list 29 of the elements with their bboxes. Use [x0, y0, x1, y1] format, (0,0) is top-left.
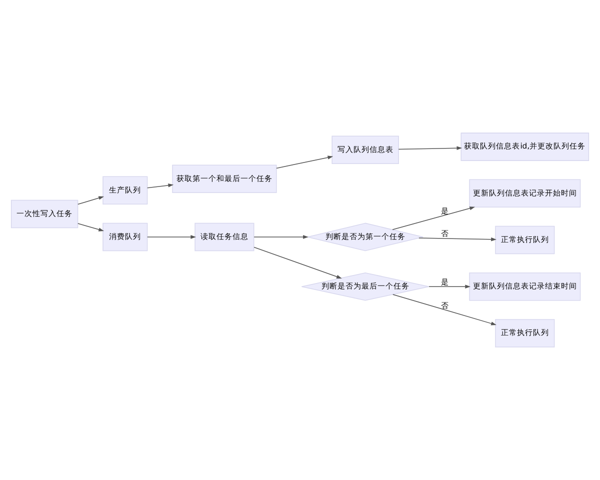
- arrow: [78, 196, 104, 205]
- arrow: [276, 156, 334, 169]
- edge-label: 是: [441, 206, 450, 216]
- edge-label: 是: [441, 277, 450, 286]
- node-diamond: 判断是否为第一个任务: [307, 222, 424, 252]
- node-box: 更新队列信息表记录结束时间: [469, 272, 581, 301]
- node-box: 生产队列: [102, 176, 148, 204]
- node-box: 正常执行队列: [495, 319, 555, 348]
- node-box: 获取队列信息表id,并更改队列任务: [460, 132, 590, 161]
- node-box: 消费队列: [102, 222, 148, 252]
- arrow: [418, 237, 496, 242]
- node-box: 正常执行队列: [495, 226, 555, 254]
- arrow: [392, 294, 496, 326]
- arrow: [78, 223, 104, 232]
- edge-label: 否: [441, 229, 450, 238]
- arrow: [392, 206, 476, 230]
- node-box: 读取任务信息: [194, 222, 254, 252]
- arrow: [146, 184, 174, 188]
- arrow: [146, 235, 196, 239]
- node-box: 获取第一个和最后一个任务: [172, 164, 277, 194]
- arrow: [428, 284, 470, 288]
- arrow: [254, 235, 308, 239]
- node-diamond: 判断是否为最后一个任务: [301, 272, 430, 301]
- edge-label: 否: [441, 300, 450, 310]
- node-box: 更新队列信息表记录开始时间: [469, 179, 581, 208]
- arrow: [254, 246, 342, 279]
- arrow: [398, 146, 462, 150]
- node-box: 写入队列信息表: [332, 136, 399, 164]
- node-box: 一次性写入任务: [10, 200, 78, 228]
